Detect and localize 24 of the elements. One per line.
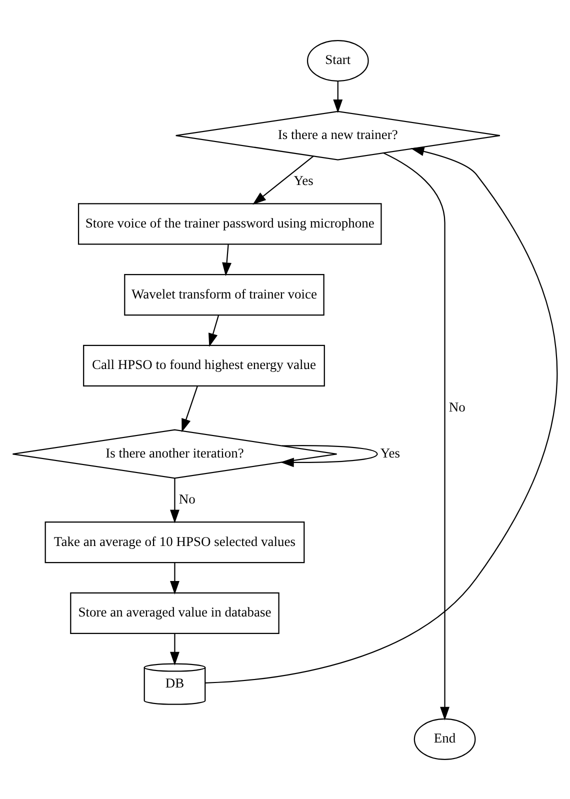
node-box: Store an averaged value in database (70, 592, 280, 634)
edge-label: Yes (380, 444, 400, 460)
arrow (205, 146, 558, 683)
arrow (170, 633, 180, 665)
arrow (333, 80, 343, 113)
node-ellipse: Start (306, 39, 369, 82)
arrow (208, 314, 220, 346)
arrow (222, 244, 232, 276)
node-box: Wavelet transform of trainer voice (124, 273, 324, 316)
node-diamond: Is there a new trainer? (175, 110, 500, 160)
edge-label: No (178, 491, 196, 506)
arrow (252, 155, 314, 204)
node-diamond: Is there another iteration? (12, 428, 338, 478)
edge-label: Yes (294, 172, 314, 188)
node-box: Store voice of the trainer password using microphone (78, 202, 382, 244)
arrow (182, 386, 198, 432)
arrow (170, 562, 180, 594)
node-box: Call HPSO to found highest energy value (83, 344, 325, 386)
node-ellipse: End (414, 718, 476, 760)
arrow (383, 152, 450, 720)
arrow (280, 444, 378, 467)
arrow (170, 478, 180, 523)
edge-label: No (448, 398, 466, 414)
node-box: Take an average of 10 HPSO selected values (44, 521, 305, 563)
